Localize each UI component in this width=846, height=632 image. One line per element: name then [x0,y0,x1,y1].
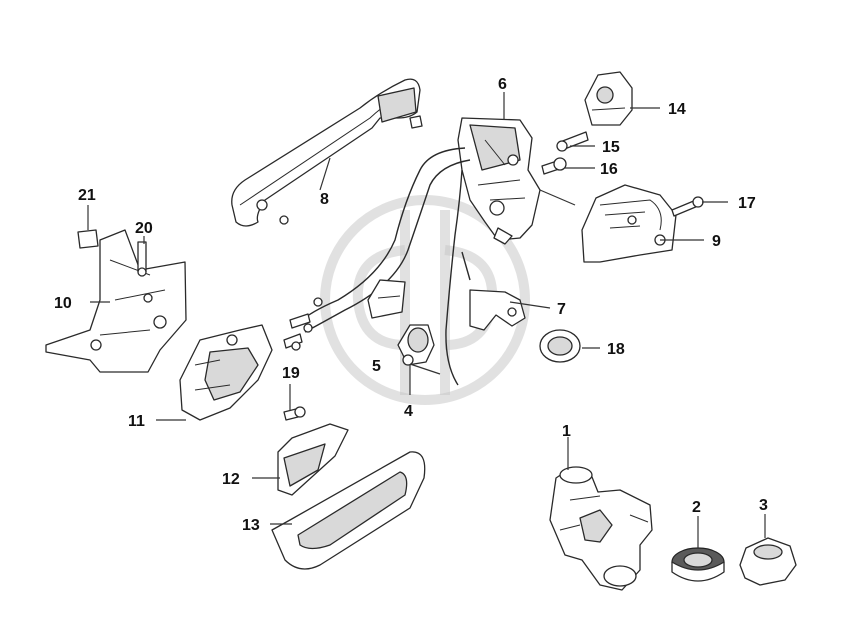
callout-19: 19 [282,365,300,382]
callout-17: 17 [738,195,756,212]
callout-21: 21 [78,187,96,204]
actuator-cables [283,147,471,386]
leader-lines [87,92,766,548]
callout-1: 1 [562,423,571,440]
interior-handle-assembly [179,324,273,421]
callout-18: 18 [607,341,625,358]
handle-bezel [271,451,426,570]
callout-5: 5 [372,358,381,375]
lock-cap [739,537,797,586]
callout-7: 7 [557,301,566,318]
door-striker [584,71,633,126]
callout-2: 2 [692,499,701,516]
callout-6: 6 [498,76,507,93]
latch-screw [541,157,567,175]
callout-20: 20 [135,220,153,237]
bracket-screw [137,241,147,277]
callout-10: 10 [54,295,72,312]
callout-11: 11 [128,413,145,430]
callout-12: 12 [222,471,240,488]
callout-labels: 1 2 3 4 5 6 7 8 9 10 11 12 13 14 15 16 1… [54,76,768,534]
callout-3: 3 [759,497,768,514]
handle-screw [283,406,306,421]
striker-screw [556,131,589,152]
interior-handle-bracket [45,229,187,373]
grommet [539,329,581,363]
lock-rod-lever [461,251,526,331]
callout-16: 16 [600,161,618,178]
latch-bracket [581,184,677,263]
clip-nut [77,229,99,249]
callout-15: 15 [602,139,620,156]
ignition-lock-assembly [549,466,653,591]
door-lock-cylinder [397,324,435,366]
lock-ring [671,547,725,582]
bracket-bolt [671,196,704,217]
callout-9: 9 [712,233,721,250]
retaining-clip [367,279,406,319]
callout-8: 8 [320,191,329,208]
exterior-door-handle [231,78,423,227]
door-latch-actuator [457,117,541,245]
callout-4: 4 [404,403,413,420]
callout-13: 13 [242,517,260,534]
handle-cover [277,423,349,496]
callout-14: 14 [668,101,686,118]
